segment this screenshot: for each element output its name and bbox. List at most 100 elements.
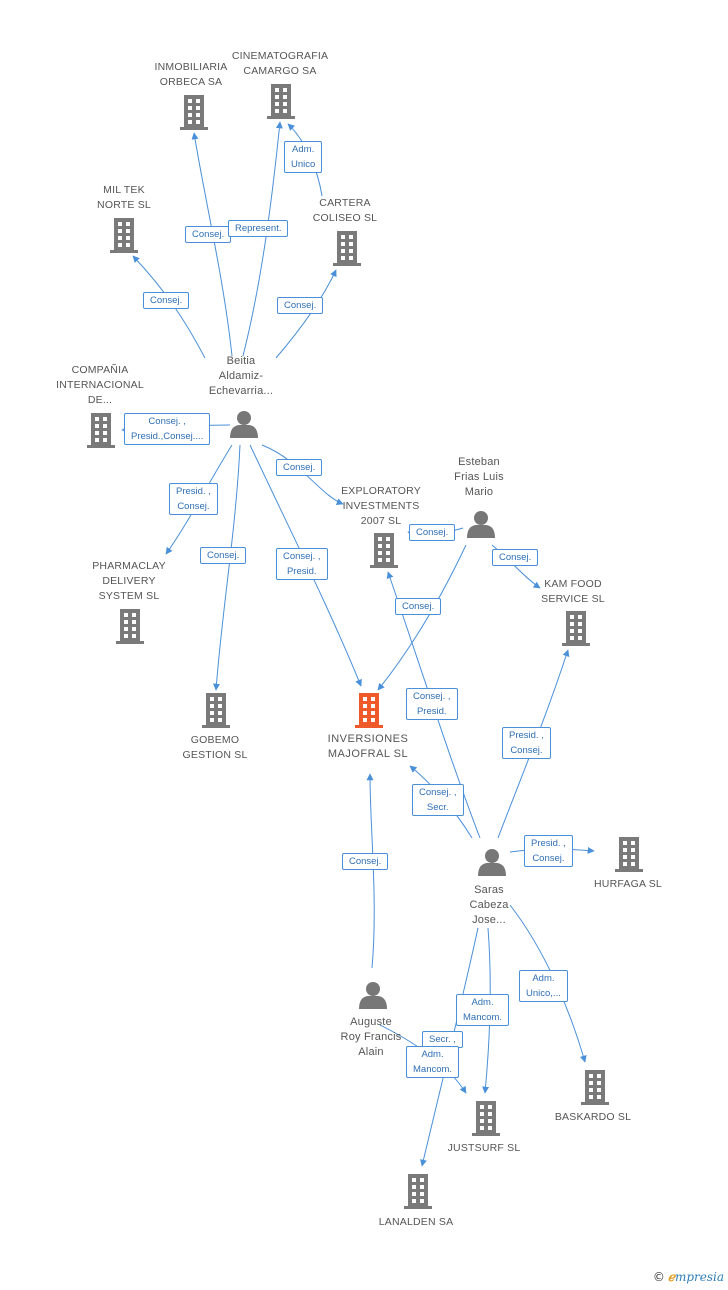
label-line: Unico — [291, 159, 316, 170]
relation-consej-exploratory-esteban[interactable]: Consej. — [409, 524, 456, 541]
brand-logo[interactable]: ©ℯmpresia — [653, 1270, 724, 1284]
relation-adm-mancom-lanalden[interactable]: Adm.Mancom. — [406, 1046, 460, 1078]
relation-consej-inversiones-esteban[interactable]: Consej. — [395, 598, 442, 615]
label-line: SERVICE SL — [541, 593, 605, 605]
relation-consej-secr-inversiones[interactable]: Consej. ,Secr. — [412, 784, 464, 816]
edge-auguste-inversiones — [366, 773, 375, 969]
label-line: Presid. , — [531, 838, 566, 849]
label-line: Adm. — [471, 997, 494, 1008]
label-line: Consej. , — [148, 416, 186, 427]
label-line: Presid. , — [509, 730, 544, 741]
building-icon[interactable] — [116, 609, 144, 644]
label-line: Mancom. — [463, 1012, 503, 1023]
building-icon[interactable] — [404, 1174, 432, 1209]
copyright-symbol: © — [652, 1270, 665, 1284]
relation-presid-pharmaclay[interactable]: Presid. ,Consej. — [169, 483, 218, 515]
building-icon[interactable] — [333, 231, 361, 266]
label-line: Auguste — [350, 1016, 392, 1028]
label-line: Frias Luis — [454, 471, 504, 483]
edges — [121, 121, 595, 1167]
label-line: GESTION SL — [182, 749, 248, 761]
label-line: Consej. — [283, 462, 316, 473]
edge-esteban-inversiones — [377, 544, 467, 691]
label-line: Consej. — [150, 295, 183, 306]
label-line: INVESTMENTS — [342, 500, 420, 512]
label-line: INTERNACIONAL — [56, 379, 144, 391]
label-line: Presid. , — [176, 486, 211, 497]
building-icon[interactable] — [110, 218, 138, 253]
person-icon[interactable] — [478, 849, 506, 876]
label-line: 2007 SL — [360, 515, 402, 527]
person-icon[interactable] — [230, 411, 258, 438]
person-icon[interactable] — [359, 982, 387, 1009]
label-line: INVERSIONES — [327, 733, 409, 745]
person-icon[interactable] — [467, 511, 495, 538]
building-icon[interactable] — [581, 1070, 609, 1105]
relation-consej-miltek[interactable]: Consej. — [143, 292, 190, 309]
edge-beitia-cartera — [275, 269, 337, 359]
node-baskardo[interactable]: BASKARDO SL — [555, 1110, 631, 1125]
relation-adm-mancom-justsurf[interactable]: Adm. Mancom. — [456, 994, 510, 1026]
building-icon[interactable] — [180, 95, 208, 130]
relation-adm-unico-cinematografia[interactable]: Adm.Unico — [284, 141, 323, 173]
edge-beitia-inmobiliaria — [191, 132, 233, 357]
label-line: CARTERA — [319, 197, 371, 209]
label-line: Consej. — [284, 300, 317, 311]
label-line: SYSTEM SL — [98, 590, 160, 602]
node-lanalden[interactable]: LANALDEN SA — [379, 1215, 454, 1230]
label-line: GOBEMO — [190, 734, 240, 746]
building-icon-highlighted[interactable] — [355, 693, 383, 728]
label-line: Jose... — [472, 914, 506, 926]
node-hurfaga[interactable]: HURFAGA SL — [594, 877, 662, 892]
relation-consej-exploratory-beitia[interactable]: Consej. — [276, 459, 323, 476]
relation-represent-cinematografia[interactable]: Represent. — [228, 220, 289, 237]
edge-beitia-gobemo — [212, 444, 241, 691]
node-justsurf[interactable]: JUSTSURF SL — [448, 1141, 521, 1156]
label-line: Consej. — [499, 552, 532, 563]
building-icon[interactable] — [267, 84, 295, 119]
relation-presid-consej-hurfaga[interactable]: Presid. ,Consej. — [524, 835, 573, 867]
relation-consej-auguste[interactable]: Consej. — [342, 853, 389, 870]
building-icon[interactable] — [615, 837, 643, 872]
edge-beitia-exploratory — [261, 444, 344, 505]
building-icon[interactable] — [562, 611, 590, 646]
label-line: Consej. — [349, 856, 382, 867]
relation-consej-compania[interactable]: Consej. ,Presid.,Consej.... — [124, 413, 211, 445]
label-line: Consej. — [402, 601, 435, 612]
relation-presid-consej-kamfood-saras[interactable]: Presid. ,Consej. — [502, 727, 551, 759]
label-line: Consej. , — [283, 551, 321, 562]
label-line: Unico,... — [526, 988, 561, 999]
label-line: Esteban — [458, 456, 500, 468]
relation-consej-cartera[interactable]: Consej. — [277, 297, 324, 314]
label-line: Consej. — [192, 229, 225, 240]
label-line: Represent. — [235, 223, 282, 234]
building-icon[interactable] — [370, 533, 398, 568]
label-line: CINEMATOGRAFIA — [231, 50, 329, 62]
relation-consej-inmobiliaria[interactable]: Consej. — [185, 226, 232, 243]
relation-consej-presid-exploratory-saras[interactable]: Consej. ,Presid. — [406, 688, 458, 720]
building-icon[interactable] — [202, 693, 230, 728]
relation-adm-unico-baskardo[interactable]: Adm.Unico,... — [519, 970, 568, 1002]
label-line: LANALDEN SA — [378, 1216, 454, 1228]
building-icon[interactable] — [87, 413, 115, 448]
building-icon[interactable] — [472, 1101, 500, 1136]
relation-consej-gobemo[interactable]: Consej. — [200, 547, 247, 564]
relation-consej-kamfood[interactable]: Consej. — [492, 549, 539, 566]
label-line: NORTE SL — [97, 199, 151, 211]
brand-name: mpresia — [674, 1270, 724, 1284]
relation-consej-presid-inversiones[interactable]: Consej. ,Presid. — [276, 548, 328, 580]
node-gobemo[interactable]: GOBEMO GESTION SL — [182, 733, 247, 763]
